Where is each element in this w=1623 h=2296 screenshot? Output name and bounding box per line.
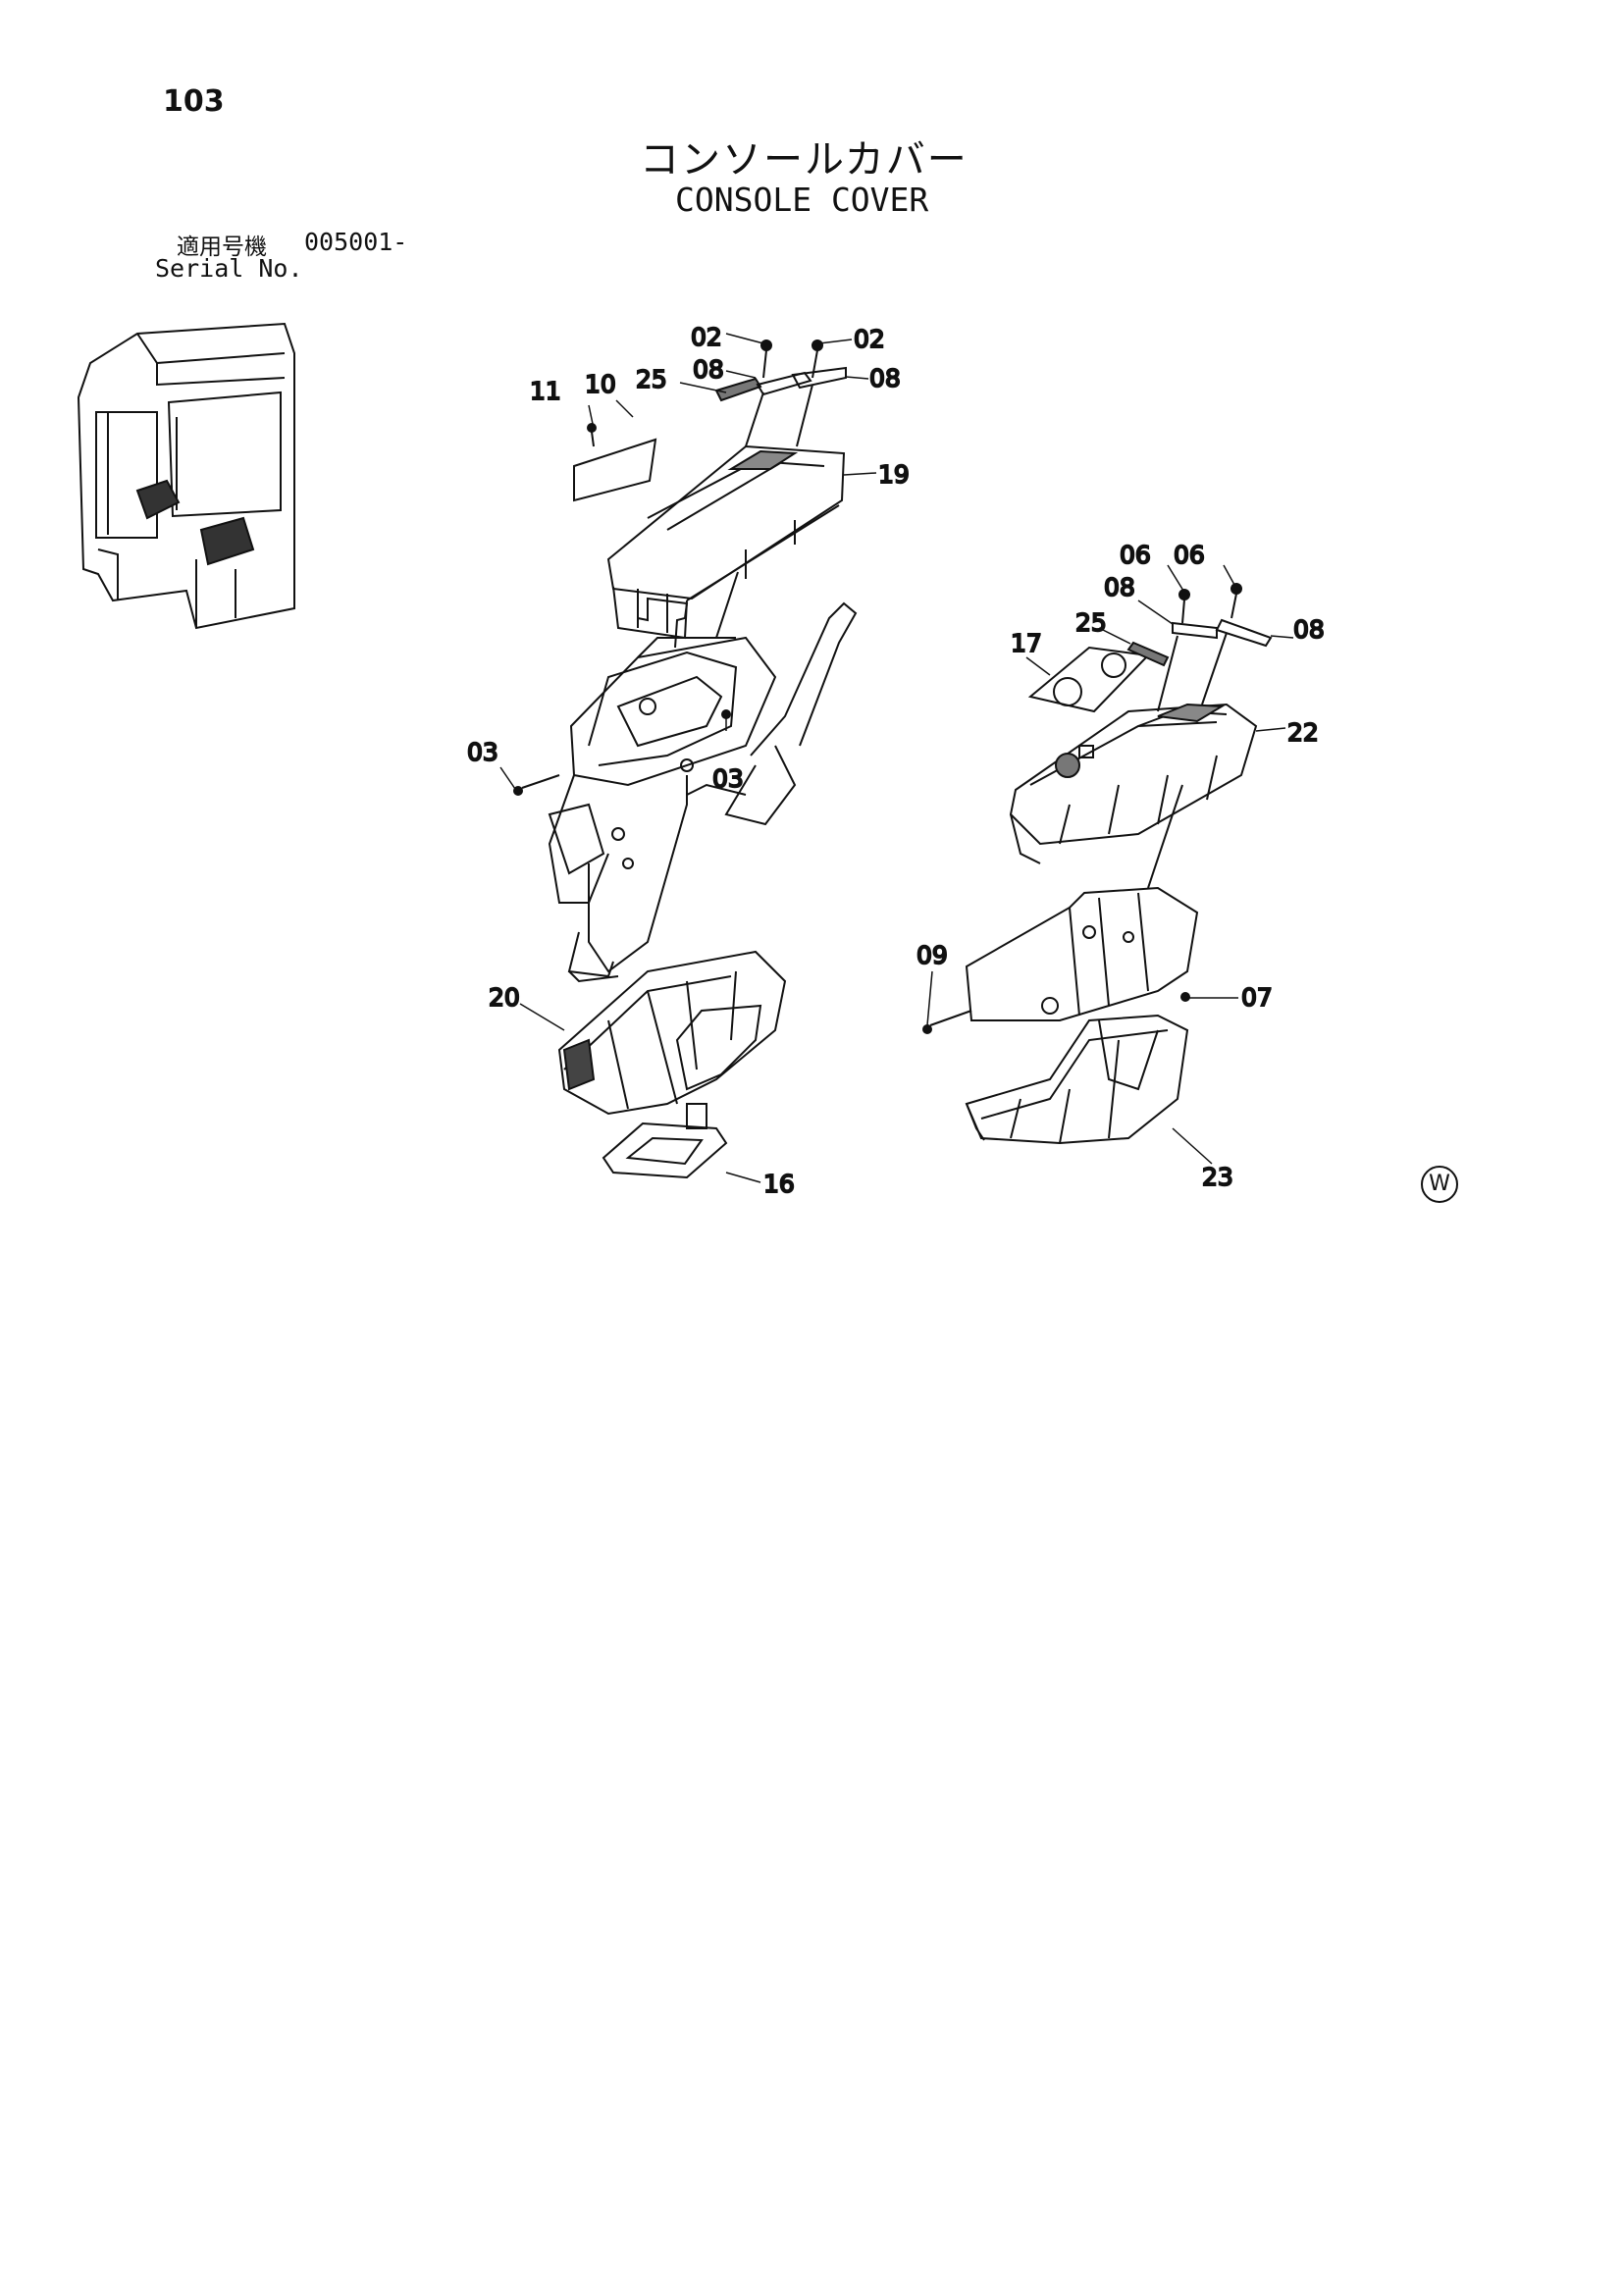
callout-02-right: 02 <box>854 325 885 353</box>
callout-08-mid: 08 <box>1104 573 1135 601</box>
callout-22: 22 <box>1287 718 1319 747</box>
page-title-japanese: コンソールカバー <box>640 137 969 183</box>
page-number: 103 <box>163 84 225 119</box>
cab-locator-drawing <box>77 322 295 630</box>
callout-08-far-right: 08 <box>1293 615 1325 644</box>
upper-console-cover-left <box>573 438 846 649</box>
callout-25-right: 25 <box>1075 608 1107 637</box>
lower-console-cover-right <box>965 1014 1189 1145</box>
callout-08-right: 08 <box>869 364 901 392</box>
callout-03-left: 03 <box>467 738 498 766</box>
callout-25-left: 25 <box>636 365 667 393</box>
right-console-frame <box>922 784 1199 1034</box>
upper-right-fasteners <box>1126 583 1273 712</box>
callout-19: 19 <box>878 460 910 489</box>
lower-console-cover-left <box>557 950 787 1179</box>
serial-label-japanese: 適用号機 <box>177 235 267 260</box>
callout-23: 23 <box>1202 1163 1233 1191</box>
callout-07: 07 <box>1241 983 1273 1012</box>
callout-10: 10 <box>585 370 616 398</box>
upper-left-fasteners <box>587 339 847 447</box>
left-console-frame <box>513 571 858 983</box>
callout-leader-lines <box>499 333 1294 1183</box>
callout-20: 20 <box>489 983 520 1012</box>
callout-08-left: 08 <box>693 355 724 384</box>
callout-02-left: 02 <box>691 323 722 351</box>
callout-06-right: 06 <box>1174 541 1205 569</box>
callout-03-center: 03 <box>712 764 744 793</box>
callout-09: 09 <box>916 941 948 969</box>
serial-label-english: Serial No. <box>155 254 303 283</box>
page-title-english: CONSOLE COVER <box>675 181 929 219</box>
serial-number-value: 005001- <box>304 228 408 256</box>
callout-06-left: 06 <box>1120 541 1151 569</box>
upper-console-cover-right <box>1009 646 1258 864</box>
callout-11: 11 <box>530 377 561 405</box>
callout-16: 16 <box>763 1170 795 1198</box>
callout-17: 17 <box>1011 629 1042 657</box>
w-mark-symbol: W <box>1421 1166 1458 1203</box>
